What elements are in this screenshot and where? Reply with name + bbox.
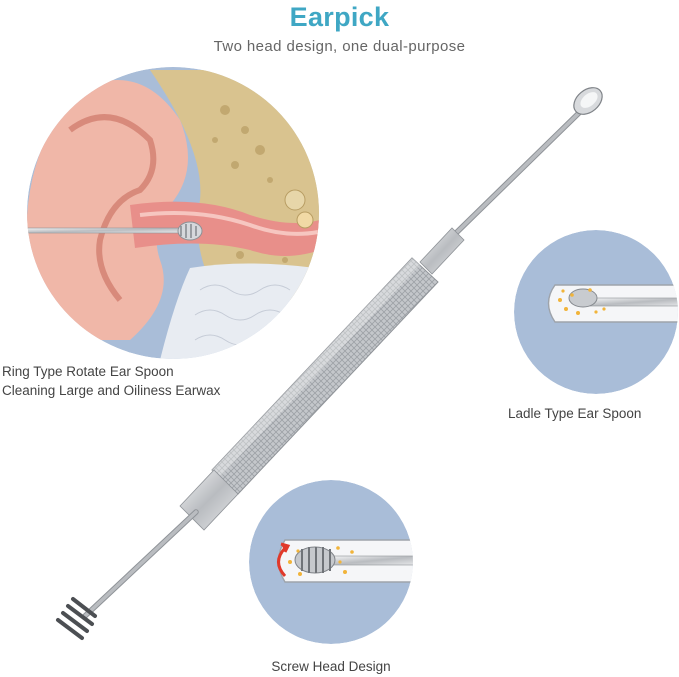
ladle-head-icon — [573, 87, 603, 115]
ladle-type-caption: Ladle Type Ear Spoon — [508, 406, 642, 421]
ring-caption-line-1: Ring Type Rotate Ear Spoon — [2, 364, 174, 379]
earpick-tool — [56, 87, 603, 640]
screw-detail-circle — [249, 480, 413, 644]
page-subtitle: Two head design, one dual-purpose — [213, 38, 466, 55]
screw-head-caption: Screw Head Design — [271, 659, 391, 674]
rotate-arrow-icon — [277, 542, 291, 578]
spiral-head-icon — [56, 597, 97, 640]
ear-anatomy-circle — [27, 67, 319, 359]
ladle-detail-circle — [514, 230, 678, 394]
screw-head-icon — [294, 546, 336, 574]
page-title: Earpick — [289, 2, 390, 32]
ring-caption-line-2: Cleaning Large and Oiliness Earwax — [2, 383, 221, 398]
ring-type-caption: Ring Type Rotate Ear Spoon Cleaning Larg… — [2, 362, 302, 400]
ring-head-icon — [177, 221, 203, 241]
